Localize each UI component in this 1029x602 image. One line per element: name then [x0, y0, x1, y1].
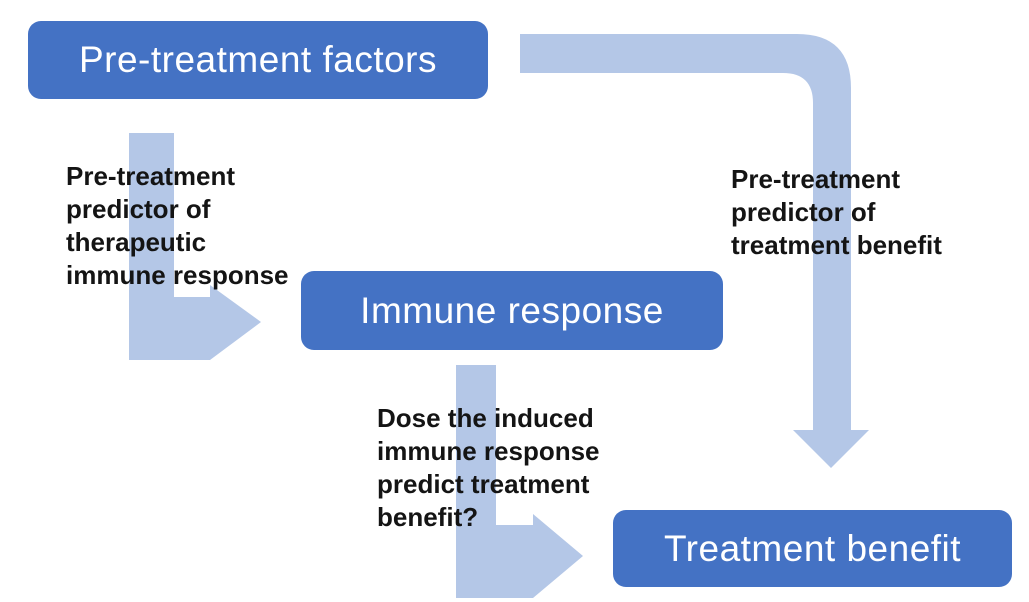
label-line: benefit? [377, 502, 479, 532]
arrow-pretreatment-to-benefit [520, 34, 869, 468]
label-line: Pre-treatment [66, 161, 236, 191]
node-pre-treatment-factors: Pre-treatment factors [28, 21, 488, 99]
label-line: Dose the induced [377, 403, 594, 433]
label-pretreatment-predictor-of-immune-response: Pre-treatment predictor of therapeutic i… [66, 160, 289, 292]
label-line: predictor of [66, 194, 211, 224]
node-immune-response-label: Immune response [360, 289, 664, 331]
label-line: therapeutic [66, 227, 207, 257]
node-immune-response: Immune response [301, 271, 723, 350]
label-line: predict treatment [377, 469, 590, 499]
label-line: treatment benefit [731, 230, 942, 260]
label-line: immune response [66, 260, 289, 290]
label-line: predictor of [731, 197, 876, 227]
arrow-immune-to-benefit [456, 365, 583, 598]
label-pretreatment-predictor-of-treatment-benefit: Pre-treatment predictor of treatment ben… [731, 163, 942, 262]
arrow-pretreatment-to-immune [129, 133, 261, 360]
node-treatment-benefit-label: Treatment benefit [663, 527, 962, 569]
node-treatment-benefit: Treatment benefit [613, 510, 1012, 587]
node-pre-treatment-factors-label: Pre-treatment factors [78, 39, 437, 80]
label-line: Pre-treatment [731, 164, 901, 194]
label-induced-immune-response-question: Dose the induced immune response predict… [377, 402, 600, 534]
label-line: immune response [377, 436, 600, 466]
